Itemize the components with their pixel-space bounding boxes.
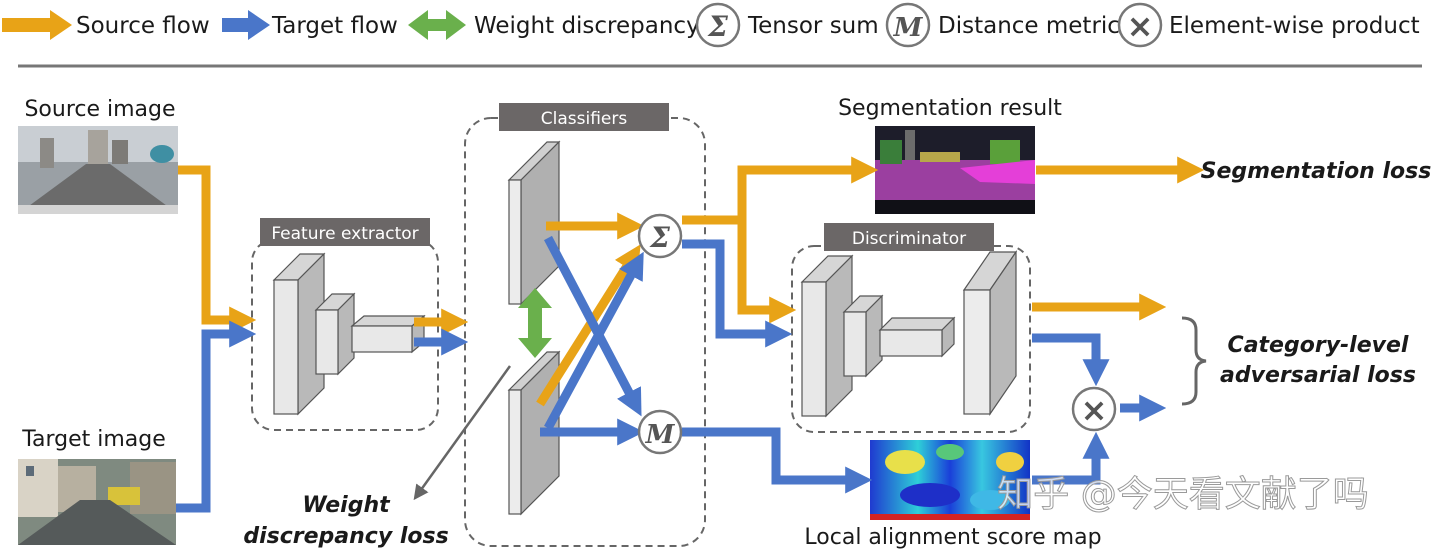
sum-to-discriminator-source-arrow bbox=[737, 220, 797, 324]
legend-target-flow: Target flow bbox=[222, 10, 398, 40]
score-map-to-product-arrow bbox=[1032, 431, 1110, 485]
adversarial-loss-label-line1: Category-level bbox=[1228, 333, 1409, 358]
elementwise-product-node-symbol: × bbox=[1081, 391, 1108, 429]
tensor-sum-node: Σ bbox=[637, 213, 683, 259]
metric-to-score-map-arrow bbox=[682, 427, 873, 494]
target-image-thumbnail bbox=[18, 459, 176, 545]
segmentation-result-image bbox=[875, 126, 1035, 214]
distance-metric-node-symbol: M bbox=[645, 420, 676, 450]
source-image-label: Source image bbox=[24, 97, 175, 122]
target-to-extractor-arrow bbox=[176, 320, 257, 513]
feature-extractor-header: Feature extractor bbox=[260, 218, 430, 246]
weight-discrepancy-arrow-icon bbox=[408, 10, 466, 40]
source-flow-arrows bbox=[178, 156, 1205, 407]
feature-extractor-header-label: Feature extractor bbox=[271, 224, 418, 244]
legend-distance-metric-label: Distance metric bbox=[938, 13, 1120, 39]
elementwise-product-symbol: × bbox=[1127, 7, 1154, 45]
target-image-label: Target image bbox=[21, 427, 166, 452]
source-to-extractor-arrow bbox=[178, 165, 257, 334]
classifier2-to-sum-source-arrow bbox=[536, 244, 641, 407]
tensor-sum-icon bbox=[695, 2, 741, 48]
weight-loss-pointer-arrow bbox=[413, 365, 512, 501]
classifiers-header: Classifiers bbox=[499, 103, 669, 131]
legend-source-flow-label: Source flow bbox=[76, 13, 210, 39]
weight-loss-label-line1: Weight bbox=[302, 493, 391, 518]
discriminator-layers bbox=[800, 250, 1018, 418]
discriminator-to-product-arrow bbox=[1032, 333, 1110, 387]
sum-to-discriminator-target-arrow bbox=[682, 239, 793, 348]
tensor-sum-node-symbol: Σ bbox=[649, 221, 670, 254]
legend-tensor-sum: Σ Tensor sum bbox=[695, 2, 879, 48]
elementwise-product-node-icon bbox=[1071, 386, 1117, 432]
distance-metric-node-icon bbox=[637, 409, 683, 455]
distance-metric-node: M bbox=[637, 409, 683, 455]
tensor-sum-node-icon bbox=[637, 213, 683, 259]
feature-extractor-layers bbox=[272, 252, 426, 416]
discriminator-header-label: Discriminator bbox=[852, 229, 966, 249]
legend-elementwise-product-label: Element-wise product bbox=[1169, 13, 1420, 39]
classifier-1 bbox=[507, 140, 561, 306]
discriminator-header: Discriminator bbox=[824, 223, 994, 251]
legend-distance-metric: M Distance metric bbox=[885, 2, 1120, 48]
segmentation-result-label: Segmentation result bbox=[838, 96, 1062, 121]
source-flow-arrow-icon bbox=[2, 10, 72, 40]
legend-weight-discrepancy: Weight discrepancy bbox=[408, 10, 700, 40]
weight-loss-label-line2: discrepancy loss bbox=[243, 524, 448, 549]
distance-metric-icon bbox=[885, 2, 931, 48]
adversarial-loss-brace bbox=[1181, 316, 1207, 406]
classifier2-to-sum-target-arrow bbox=[544, 251, 644, 431]
classifier1-to-metric-arrow bbox=[544, 235, 642, 417]
watermark: 知乎 @今天看文献了吗 bbox=[997, 474, 1368, 515]
elementwise-product-icon bbox=[1117, 2, 1163, 48]
legend-target-flow-label: Target flow bbox=[271, 13, 398, 39]
segmentation-loss-label: Segmentation loss bbox=[1201, 159, 1432, 184]
legend-source-flow: Source flow bbox=[2, 10, 210, 40]
score-map-label: Local alignment score map bbox=[804, 525, 1101, 550]
distance-metric-symbol: M bbox=[893, 13, 924, 43]
tensor-sum-symbol: Σ bbox=[707, 10, 728, 43]
legend-elementwise-product: × Element-wise product bbox=[1117, 2, 1420, 48]
target-flow-arrows bbox=[176, 235, 1167, 513]
classifiers-header-label: Classifiers bbox=[541, 109, 628, 129]
weight-discrepancy-arrow bbox=[518, 288, 552, 358]
legend-weight-discrepancy-label: Weight discrepancy bbox=[474, 13, 700, 39]
local-alignment-score-map bbox=[870, 440, 1030, 520]
adversarial-loss-label-line2: adversarial loss bbox=[1220, 363, 1416, 388]
legend-tensor-sum-label: Tensor sum bbox=[747, 13, 879, 39]
legend: Source flow Target flow Weight discrepan… bbox=[2, 2, 1420, 48]
sum-to-segmentation-arrow bbox=[682, 156, 879, 225]
source-image-thumbnail bbox=[18, 126, 178, 214]
target-flow-arrow-icon bbox=[222, 10, 270, 40]
elementwise-product-node: × bbox=[1071, 386, 1117, 432]
